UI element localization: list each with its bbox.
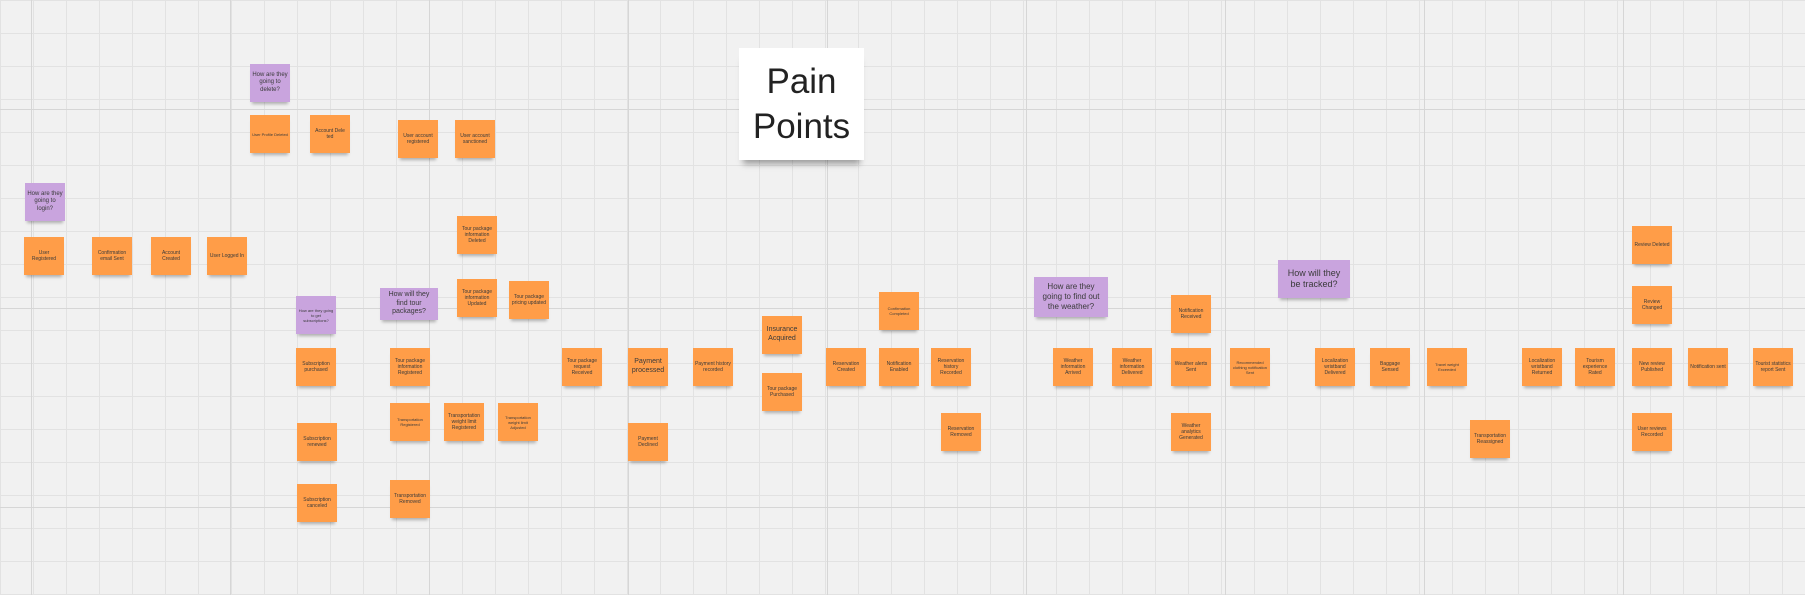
event-note[interactable]: Subscription canceled — [297, 484, 337, 522]
event-note[interactable]: Tourist statistics report Sent — [1753, 348, 1793, 386]
question-note[interactable]: How will they be tracked? — [1278, 260, 1350, 298]
event-note[interactable]: Localization wristband Returned — [1522, 348, 1562, 386]
event-note[interactable]: User account registered — [398, 120, 438, 158]
event-note[interactable]: Tour package information Deleted — [457, 216, 497, 254]
question-note[interactable]: How are they going to login? — [25, 183, 65, 221]
event-note[interactable]: User reviews Recorded — [1632, 413, 1672, 451]
event-note[interactable]: Insurance Acquired — [762, 316, 802, 354]
event-note[interactable]: Weather alerts Sent — [1171, 348, 1211, 386]
event-note[interactable]: User Profile Deleted — [250, 115, 290, 153]
title-text: Pain Points — [752, 61, 851, 147]
event-note[interactable]: Confirmation email Sent — [92, 237, 132, 275]
event-note[interactable]: Reservation Removed — [941, 413, 981, 451]
event-note[interactable]: Notification Received — [1171, 295, 1211, 333]
event-note[interactable]: Localization wristband Delivered — [1315, 348, 1355, 386]
event-note[interactable]: Tour package information Registered — [390, 348, 430, 386]
event-note[interactable]: User account sanctioned — [455, 120, 495, 158]
event-note[interactable]: Subscription renewed — [297, 423, 337, 461]
event-note[interactable]: Subscription purchased — [296, 348, 336, 386]
event-note[interactable]: New review Published — [1632, 348, 1672, 386]
event-note[interactable]: Transportation weight limit Adjusted — [498, 403, 538, 441]
event-note[interactable]: Reservation Created — [826, 348, 866, 386]
event-note[interactable]: Transportation Registered — [390, 403, 430, 441]
event-note[interactable]: Tour package request Received — [562, 348, 602, 386]
event-note[interactable]: Payment processed — [628, 348, 668, 386]
event-note[interactable]: Tour package Purchased — [762, 373, 802, 411]
question-note[interactable]: How are they going to find out the weath… — [1034, 277, 1108, 317]
event-note[interactable]: Weather information Arrived — [1053, 348, 1093, 386]
event-note[interactable]: Payment Declined — [628, 423, 668, 461]
event-note[interactable]: Transportation Removed — [390, 480, 430, 518]
event-note[interactable]: Review Deleted — [1632, 226, 1672, 264]
event-note[interactable]: Notification Enabled — [879, 348, 919, 386]
event-note[interactable]: Payment history recorded — [693, 348, 733, 386]
event-note[interactable]: Reservation history Recorded — [931, 348, 971, 386]
question-note[interactable]: How are they going to get subscriptions? — [296, 296, 336, 334]
event-note[interactable]: Baggage Sensed — [1370, 348, 1410, 386]
event-note[interactable]: Account Dele ted — [310, 115, 350, 153]
question-note[interactable]: How will they find tour packages? — [380, 288, 438, 320]
event-note[interactable]: Tour package information Updated — [457, 279, 497, 317]
event-note[interactable]: Tour package pricing updated — [509, 281, 549, 319]
title-card-pain-points[interactable]: Pain Points — [739, 48, 864, 160]
event-note[interactable]: Travel weight Exceeded — [1427, 348, 1467, 386]
event-note[interactable]: Transportation Reassigned — [1470, 420, 1510, 458]
event-note[interactable]: Review Changed — [1632, 286, 1672, 324]
event-note[interactable]: Confirmation Completed — [879, 292, 919, 330]
event-note[interactable]: Recommended clothing notification Sent — [1230, 348, 1270, 386]
event-note[interactable]: User Logged In — [207, 237, 247, 275]
event-note[interactable]: User Registered — [24, 237, 64, 275]
event-note[interactable]: Weather analytics Generated — [1171, 413, 1211, 451]
event-note[interactable]: Notification sent — [1688, 348, 1728, 386]
event-note[interactable]: Account Created — [151, 237, 191, 275]
event-note[interactable]: Weather information Delivered — [1112, 348, 1152, 386]
question-note[interactable]: How are they going to delete? — [250, 64, 290, 102]
event-note[interactable]: Tourism experience Rated — [1575, 348, 1615, 386]
event-note[interactable]: Transportation weight limit Registered — [444, 403, 484, 441]
